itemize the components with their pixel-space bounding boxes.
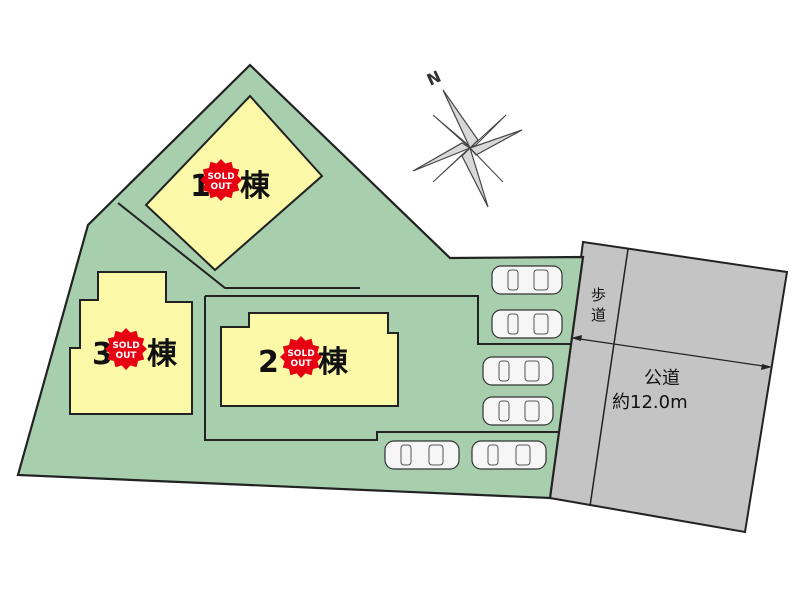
- compass-north-label: N: [424, 67, 444, 90]
- dimension-arrow-left: [571, 335, 582, 341]
- road-label: 公道: [644, 368, 680, 389]
- lot-boundary-2: [205, 295, 570, 345]
- sidewalk-label-top: 歩: [591, 286, 606, 304]
- parking-car: [491, 309, 563, 339]
- lot-2-suffix: 棟: [318, 345, 349, 380]
- parking-car: [384, 440, 460, 470]
- road-width-dimension: [572, 337, 771, 368]
- compass-rose-icon: [412, 89, 523, 208]
- road-width-label: 約12.0m: [612, 392, 688, 413]
- svg-text:SOLD: SOLD: [112, 341, 139, 351]
- lot-2-number: 2: [258, 345, 279, 380]
- sold-out-badge: SOLD OUT: [200, 159, 242, 201]
- parking-car: [482, 396, 554, 426]
- sold-out-badge: SOLD OUT: [105, 328, 147, 370]
- svg-text:OUT: OUT: [210, 182, 232, 192]
- svg-text:SOLD: SOLD: [287, 349, 314, 359]
- parking-car: [491, 265, 563, 295]
- svg-text:OUT: OUT: [290, 359, 312, 369]
- lot-boundary-1: [117, 202, 360, 289]
- lot-1-suffix: 棟: [240, 169, 271, 204]
- sold-out-badge: SOLD OUT: [280, 336, 322, 378]
- dimension-arrow-right: [761, 364, 772, 370]
- lot-3-number: 3: [92, 337, 113, 372]
- lot-boundary-3: [204, 296, 558, 441]
- lot-3-suffix: 棟: [147, 337, 178, 372]
- sidewalk-label-bottom: 道: [591, 306, 606, 324]
- sidewalk-edge-line: [589, 248, 629, 507]
- svg-text:SOLD: SOLD: [207, 172, 234, 182]
- parking-car: [471, 440, 547, 470]
- svg-text:OUT: OUT: [115, 351, 137, 361]
- parking-car: [482, 356, 554, 386]
